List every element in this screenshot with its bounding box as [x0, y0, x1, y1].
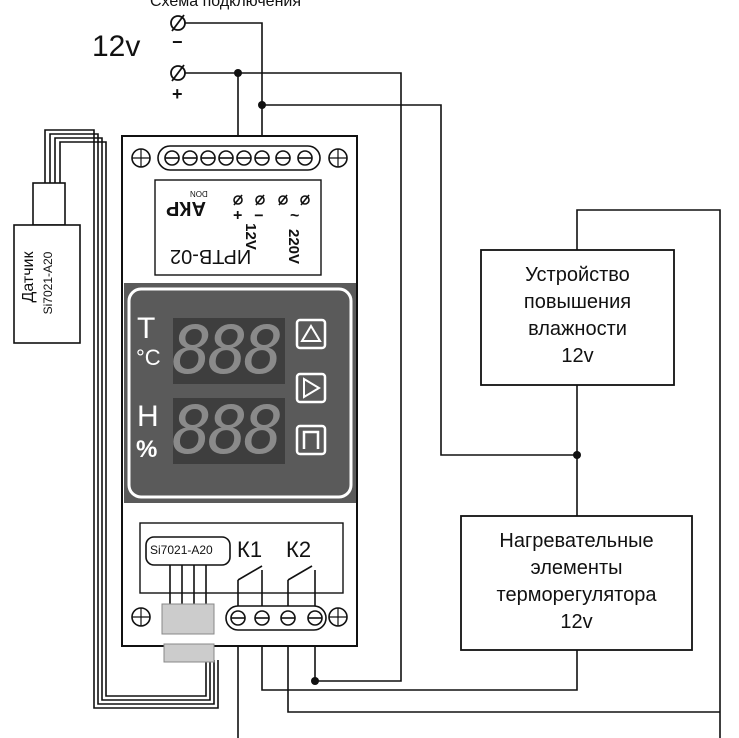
- bottom-screws: [230, 610, 323, 626]
- humidifier-line: Устройство: [525, 264, 630, 286]
- display-border: [127, 287, 353, 499]
- junction-dot: [573, 451, 581, 459]
- display-bottom-digits: 888: [172, 392, 283, 469]
- bottom-terminal-strip: [131, 603, 348, 663]
- heater-line: элементы: [530, 557, 623, 579]
- label-percent: %: [136, 436, 158, 463]
- label-terminals: [233, 194, 310, 206]
- wire-heater-bottom: [261, 630, 578, 691]
- relay-k1-label: К1: [237, 537, 263, 562]
- supply-plus-terminal: [170, 64, 186, 82]
- sensor-head: [32, 182, 66, 226]
- wire-plus: [185, 72, 402, 682]
- relay-k1-contact: [237, 565, 263, 606]
- heater-line: Нагревательные: [499, 530, 654, 552]
- label-celsius: °C: [136, 345, 161, 370]
- heater-line: 12v: [560, 611, 593, 633]
- display-top-digits: 888: [172, 312, 283, 389]
- label-220v: 220V: [285, 228, 303, 265]
- label-12v: 12V: [241, 223, 259, 250]
- button-up[interactable]: [295, 318, 327, 350]
- supply-plus-label: +: [172, 84, 183, 104]
- top-caption: Схема подключения: [150, 0, 301, 10]
- label-plus: +: [233, 206, 243, 223]
- wire-k2-out: [287, 630, 720, 713]
- top-screws: [164, 150, 313, 166]
- label-tilde: ~: [290, 206, 300, 223]
- button-right[interactable]: [295, 372, 327, 404]
- label-minus: −: [254, 206, 264, 223]
- sensor-model: Si7021-A20: [41, 251, 55, 315]
- heater-label: Нагревательные элементы терморегулятора …: [461, 528, 692, 636]
- heater-line: терморегулятора: [496, 584, 657, 606]
- sensor-socket: [145, 536, 231, 566]
- heater-box: [460, 515, 693, 651]
- wire-minus-to-loads: [262, 104, 577, 456]
- label-H: H: [137, 400, 159, 433]
- label-T: T: [137, 312, 156, 345]
- humidifier-label: Устройство повышения влажности 12v: [481, 262, 674, 370]
- wire-minus: [185, 22, 263, 145]
- controller-brand: АКР: [166, 197, 206, 219]
- junction-dot: [234, 69, 242, 77]
- junction-dot: [258, 101, 266, 109]
- junction-dot: [311, 677, 319, 685]
- wires: [44, 22, 721, 738]
- button-p[interactable]: [295, 424, 327, 456]
- display-window-top: [173, 318, 285, 384]
- humidifier-line: 12v: [561, 345, 594, 367]
- relay-k2-label: К2: [286, 537, 312, 562]
- sensor-title: Датчик: [20, 251, 37, 303]
- controller-model: ИРТВ-02: [170, 245, 252, 267]
- supply-minus-terminal: [170, 14, 186, 32]
- sensor-box: [13, 224, 81, 344]
- sensor-socket-label: Si7021-A20: [150, 543, 213, 557]
- humidifier-line: повышения: [523, 291, 632, 313]
- supply-voltage-label: 12v: [92, 30, 141, 63]
- wire-humidifier-top: [576, 209, 721, 738]
- humidifier-box: [480, 249, 675, 386]
- supply-minus-label: −: [172, 32, 183, 52]
- humidifier-line: влажности: [528, 318, 627, 340]
- top-terminal-strip: [131, 145, 348, 171]
- display-window-bottom: [173, 398, 285, 464]
- sensor-socket-pins: [169, 565, 207, 606]
- relay-k2-contact: [287, 565, 316, 606]
- controller-brand-sup: DON: [190, 189, 208, 198]
